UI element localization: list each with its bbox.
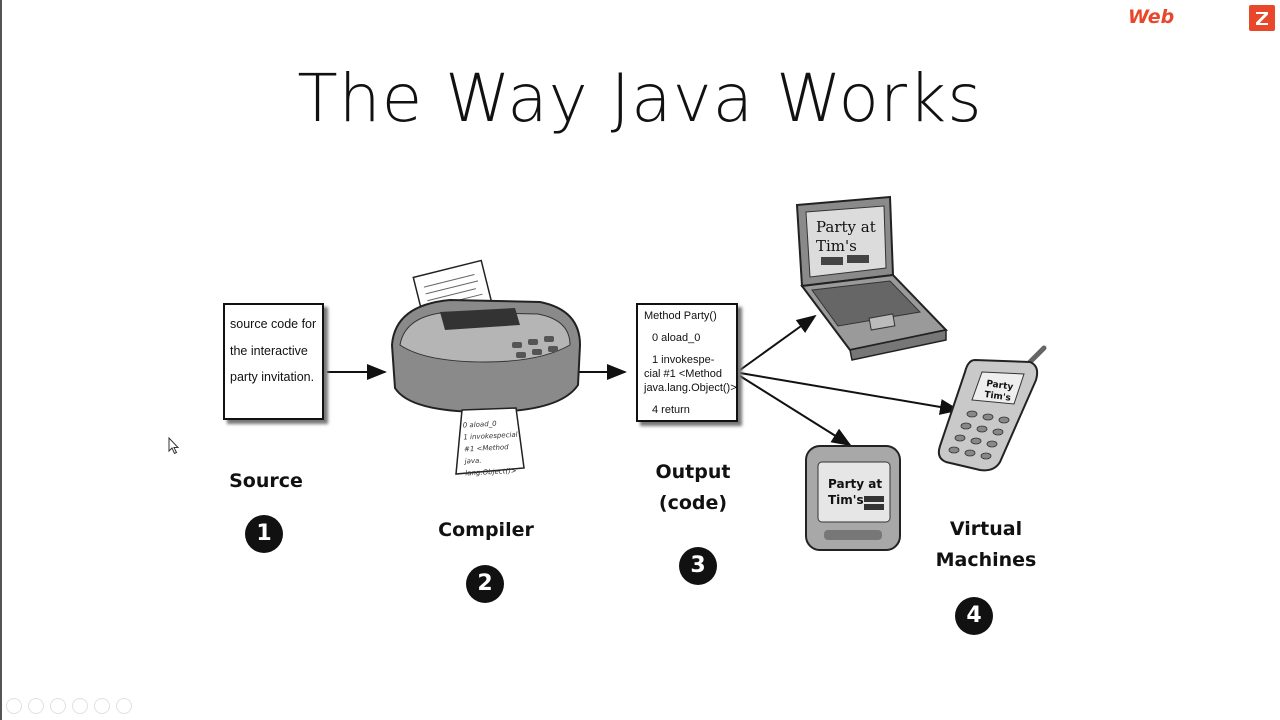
arrow-output-to-phone xyxy=(739,372,960,415)
output-line: 0 aload_0 xyxy=(652,332,701,344)
svg-text:Tim's: Tim's xyxy=(816,237,857,255)
zoom-icon[interactable] xyxy=(94,698,110,714)
source-line: the interactive xyxy=(230,343,308,358)
slide-title: The Way Java Works xyxy=(297,60,983,137)
compiler-illustration xyxy=(390,259,582,475)
pen-icon[interactable] xyxy=(50,698,66,714)
output-line: cial #1 <Method xyxy=(644,368,722,380)
svg-text:Tim's: Tim's xyxy=(828,493,864,507)
window-left-border xyxy=(0,0,2,720)
output-line: 4 return xyxy=(652,404,690,416)
more-icon[interactable] xyxy=(116,698,132,714)
output-line: Method Party() xyxy=(644,310,717,322)
phone-illustration: Party Tim's xyxy=(937,345,1047,472)
step-2-badge: 2 xyxy=(466,565,504,603)
laptop-screen-button xyxy=(847,255,869,263)
arrow-output-to-laptop xyxy=(739,314,817,371)
step-3-badge: 3 xyxy=(679,547,717,585)
mouse-cursor-icon xyxy=(168,437,180,455)
source-code-box: source code for the interactive party in… xyxy=(223,303,324,420)
step-4-badge: 4 xyxy=(955,597,993,635)
output-label-line1: Output xyxy=(655,461,731,483)
virtual-machines-label: Virtual Machines xyxy=(926,514,1046,576)
z-logo-icon xyxy=(1249,5,1275,31)
source-line: party invitation. xyxy=(230,370,315,384)
next-icon[interactable] xyxy=(28,698,44,714)
compiler-label: Compiler xyxy=(438,519,534,541)
output-line: 1 invokespe- xyxy=(652,354,715,366)
pda-illustration: Party at Tim's xyxy=(805,445,901,551)
brand-text: Web xyxy=(1128,6,1175,28)
prev-icon[interactable] xyxy=(6,698,22,714)
output-label: Output (code) xyxy=(643,457,743,519)
step-1-badge: 1 xyxy=(245,515,283,553)
source-line: source code for xyxy=(230,317,317,331)
output-bytecode-box: Method Party() 0 aload_0 1 invokespe- ci… xyxy=(636,303,738,422)
vm-label-line1: Virtual xyxy=(949,518,1023,540)
svg-text:Party at: Party at xyxy=(816,218,876,236)
arrow-output-to-pda xyxy=(739,375,852,447)
vm-label-line2: Machines xyxy=(935,549,1037,571)
slides-icon[interactable] xyxy=(72,698,88,714)
source-label: Source xyxy=(229,470,303,492)
svg-text:Party: Party xyxy=(986,379,1014,393)
svg-text:Party at: Party at xyxy=(828,477,882,491)
output-label-line2: (code) xyxy=(658,492,728,514)
paper-line: #1 <Method java. xyxy=(463,443,509,466)
output-line: java.lang.Object()> xyxy=(644,382,737,394)
laptop-screen-button xyxy=(821,257,843,265)
slideshow-toolbar xyxy=(6,698,132,714)
laptop-illustration: Party at Tim's xyxy=(795,195,948,361)
svg-text:Tim's: Tim's xyxy=(984,390,1012,404)
compiler-output-paper: 0 aload_0 1 invokespecial #1 <Method jav… xyxy=(462,417,523,480)
